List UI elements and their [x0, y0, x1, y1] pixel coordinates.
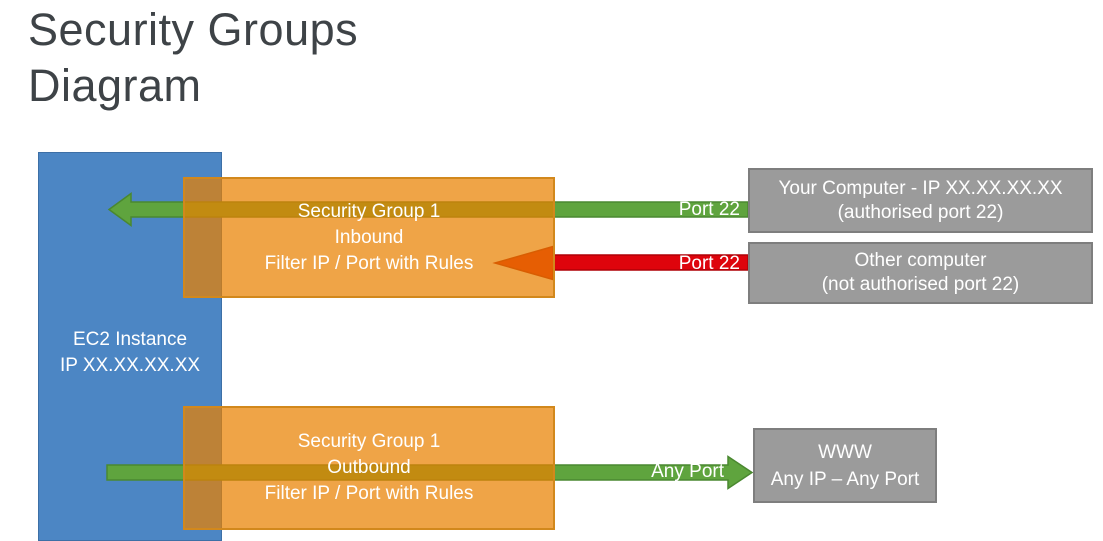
title-line-1: Security Groups [28, 4, 359, 55]
www-box: WWW Any IP – Any Port [753, 428, 937, 503]
ec2-instance-label: EC2 Instance IP XX.XX.XX.XX [38, 327, 222, 379]
security-group-inbound-label: Security Group 1 Inbound Filter IP / Por… [183, 177, 555, 298]
www-line-1: WWW [818, 441, 872, 463]
other-computer-line-1: Other computer [854, 250, 987, 271]
sg-outbound-line-2: Outbound [327, 457, 411, 478]
page-title: Security Groups Diagram [28, 2, 358, 114]
sg-inbound-line-3: Filter IP / Port with Rules [264, 252, 474, 274]
sg-inbound-line-2: Inbound [334, 226, 404, 248]
ec2-label-line-2: IP XX.XX.XX.XX [59, 355, 201, 376]
port-22-blocked-label: Port 22 [678, 253, 740, 274]
sg-outbound-line-1: Security Group 1 [297, 431, 441, 452]
your-computer-line-2: (authorised port 22) [837, 201, 1004, 223]
sg-inbound-line-1: Security Group 1 [297, 200, 441, 222]
security-group-outbound-box [183, 406, 555, 530]
www-line-2: Any IP – Any Port [770, 468, 920, 490]
ec2-label-line-1: EC2 Instance [72, 329, 188, 350]
security-group-inbound-box [183, 177, 555, 298]
title-line-2: Diagram [28, 60, 202, 111]
your-computer-box: Your Computer - IP XX.XX.XX.XX (authoris… [748, 168, 1093, 233]
your-computer-line-1: Your Computer - IP XX.XX.XX.XX [778, 177, 1063, 199]
other-computer-box: Other computer (not authorised port 22) [748, 242, 1093, 304]
any-port-label: Any Port [651, 461, 724, 482]
other-computer-line-2: (not authorised port 22) [821, 274, 1020, 295]
sg-outbound-line-3: Filter IP / Port with Rules [264, 483, 474, 504]
security-group-outbound-label: Security Group 1 Outbound Filter IP / Po… [183, 406, 555, 530]
port-22-allowed-label: Port 22 [678, 199, 740, 220]
